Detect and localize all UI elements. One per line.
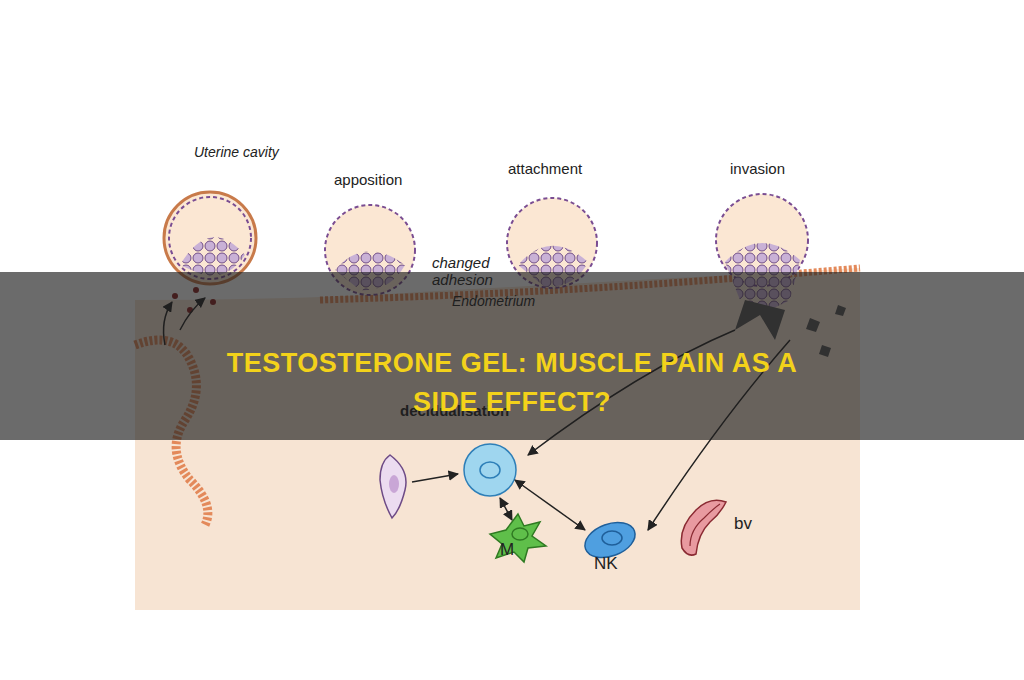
macrophage-cell: M xyxy=(488,510,550,566)
blood-vessel: bv xyxy=(676,488,766,568)
nk-cell: NK xyxy=(572,520,652,578)
cell-label: bv xyxy=(734,514,752,534)
part-label: attachment xyxy=(508,160,582,177)
banner-title: TESTOSTERONE GEL: MUSCLE PAIN AS A SIDE … xyxy=(192,344,832,422)
part-label: Uterine cavity xyxy=(194,144,279,160)
cell-outline xyxy=(676,488,766,568)
part-label: invasion xyxy=(730,160,785,177)
cell-outline xyxy=(488,510,550,566)
cell-label: NK xyxy=(594,554,618,574)
cell-label: M xyxy=(500,540,514,560)
part-label: apposition xyxy=(334,171,402,188)
